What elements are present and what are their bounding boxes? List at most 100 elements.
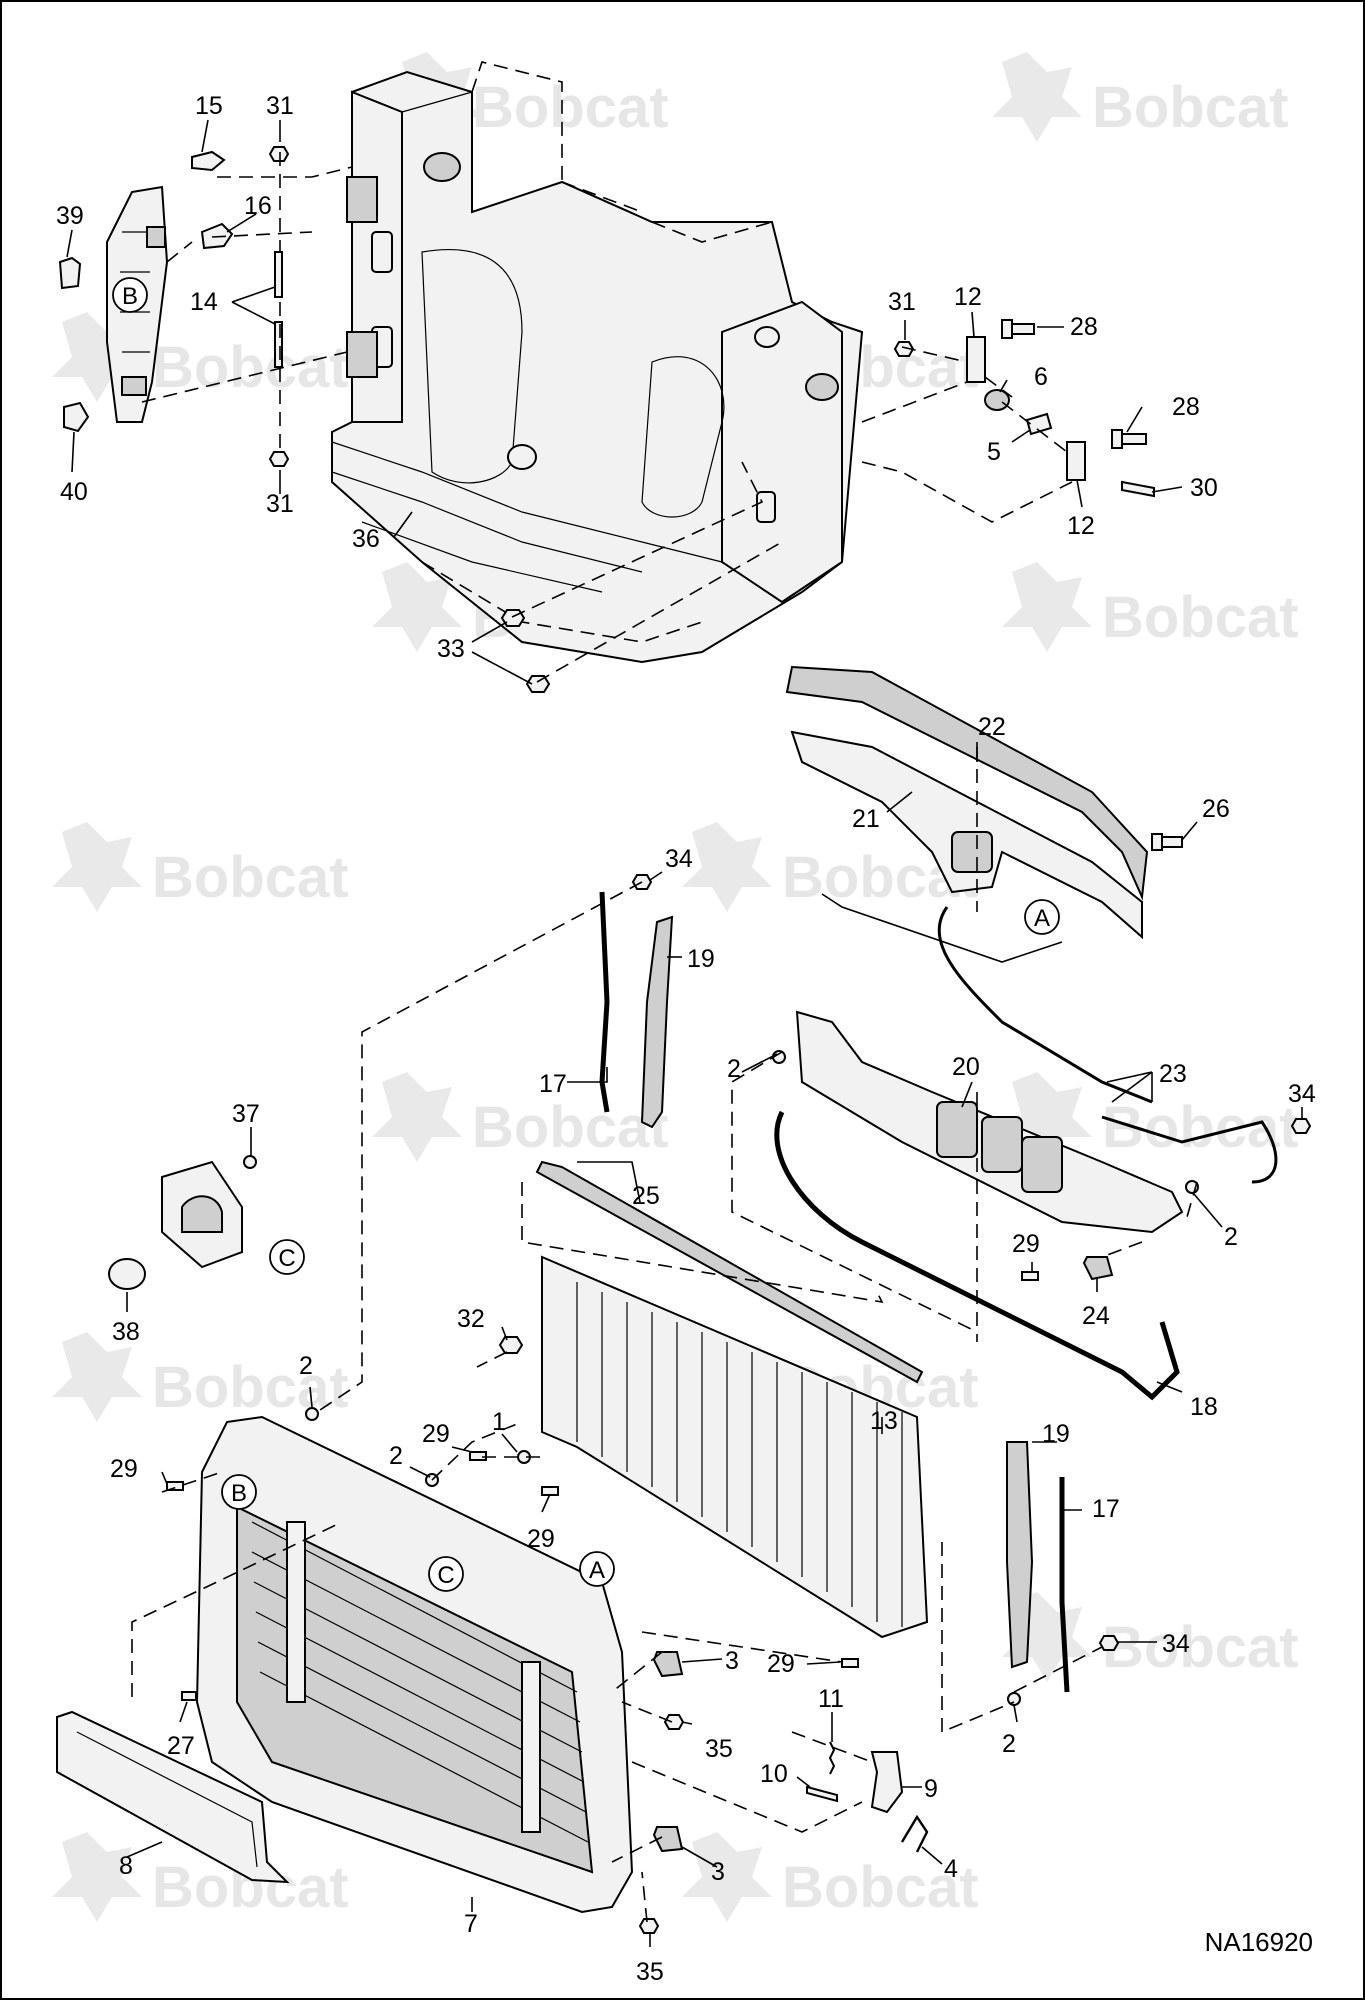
grille-13 — [541, 1255, 929, 1639]
callout-28-lower: 28 — [1172, 393, 1200, 421]
callout-3-lower: 3 — [711, 1858, 725, 1886]
top-seal-22 — [785, 665, 1149, 901]
bumper-3-lower — [652, 1826, 684, 1853]
reference-circle-label: C — [437, 1562, 454, 1589]
bracket-12-lower — [1066, 441, 1086, 481]
seal-23-upper — [937, 906, 1153, 1104]
filter-panel-8 — [56, 1710, 290, 1884]
callout-11: 11 — [818, 1685, 844, 1713]
screw-29-mid — [1021, 1271, 1039, 1281]
plug-38 — [108, 1258, 146, 1290]
top-mount-21 — [790, 730, 1143, 940]
callout-34-right: 34 — [1288, 1080, 1316, 1108]
reference-circle-label: B — [231, 1480, 247, 1507]
screw-29-center — [469, 1451, 487, 1461]
callout-29-bottom: 29 — [767, 1650, 795, 1678]
assembly-lines — [131, 152, 1198, 1923]
callout-29-mid: 29 — [1012, 1230, 1040, 1258]
screw-37 — [243, 1155, 257, 1169]
bolt-28-lower — [1111, 429, 1147, 449]
watermark-text: Bobcat — [1102, 1615, 1299, 1680]
callout-24: 24 — [1082, 1302, 1110, 1330]
baffle-20 — [795, 1010, 1184, 1234]
strip-25 — [535, 1160, 924, 1384]
watermark-text: Bobcat — [782, 1855, 979, 1920]
callout-31-bottom: 31 — [266, 490, 294, 518]
callout-2-right: 2 — [1224, 1223, 1238, 1251]
callout-12-top: 12 — [954, 283, 982, 311]
callout-29-left: 29 — [110, 1455, 138, 1483]
watermark-text: Bobcat — [152, 1355, 349, 1420]
callout-16: 16 — [244, 192, 272, 220]
fastener-39 — [58, 256, 82, 290]
callout-34-lower: 34 — [1162, 1630, 1190, 1658]
nut-35-upper — [663, 1714, 685, 1730]
leader-lines — [66, 119, 1303, 1947]
reference-circle-a-upper: A — [1024, 899, 1060, 935]
callout-30: 30 — [1190, 474, 1218, 502]
callout-numbers: 15 31 39 16 14 31 40 36 33 31 12 28 6 28… — [56, 92, 1316, 1986]
reference-circle-c-lower: C — [428, 1556, 464, 1592]
callout-35-lower: 35 — [636, 1958, 664, 1986]
washer-2-door — [305, 1407, 319, 1421]
pin-14 — [274, 251, 283, 368]
callout-13: 13 — [870, 1407, 898, 1435]
callout-32: 32 — [457, 1305, 485, 1333]
reference-circle-b-upper: B — [112, 277, 148, 313]
callout-5: 5 — [987, 438, 1001, 466]
callout-31-right: 31 — [888, 288, 916, 316]
watermark-text: Bobcat — [472, 75, 669, 140]
screw-29-lower — [541, 1486, 559, 1496]
callout-37: 37 — [232, 1100, 260, 1128]
fastener-40 — [63, 401, 90, 433]
watermark-logo: Bobcat — [52, 822, 349, 912]
watermark-logo: Bobcat — [52, 312, 349, 402]
callout-7: 7 — [464, 1910, 478, 1938]
reference-circle-label: A — [1034, 905, 1050, 932]
nut-32 — [498, 1336, 524, 1354]
bushing-5 — [1025, 412, 1053, 436]
callout-19-right: 19 — [1042, 1420, 1070, 1448]
callout-34-top: 34 — [665, 845, 693, 873]
bracket-c — [161, 1160, 243, 1269]
nut-31-right — [893, 341, 915, 357]
watermark-text: Bobcat — [152, 845, 349, 910]
bolt-28-top — [1001, 319, 1035, 339]
nut-33-lower — [525, 675, 551, 693]
reference-circle-label: A — [589, 1557, 605, 1584]
reference-circle-c-upper: C — [269, 1239, 305, 1275]
bracket-12-top — [966, 336, 986, 383]
callout-10: 10 — [760, 1760, 788, 1788]
rear-door-7 — [195, 1415, 634, 1914]
callout-38: 38 — [112, 1318, 140, 1346]
callout-29-lower: 29 — [527, 1525, 555, 1553]
callout-31-top: 31 — [266, 92, 294, 120]
callout-6: 6 — [1034, 363, 1048, 391]
callout-40: 40 — [60, 478, 88, 506]
callout-20: 20 — [952, 1053, 980, 1081]
reference-circles: B A C B C A — [112, 277, 1060, 1592]
callout-29-center: 29 — [422, 1420, 450, 1448]
reference-circle-a-lower: A — [579, 1551, 615, 1587]
watermark-text: Bobcat — [1092, 75, 1289, 140]
callout-25: 25 — [632, 1182, 660, 1210]
spring-11 — [828, 1741, 836, 1775]
nut-31-top — [268, 146, 290, 162]
callout-17-left: 17 — [539, 1070, 567, 1098]
callout-1: 1 — [492, 1408, 506, 1436]
watermark-logo: Bobcat — [372, 1072, 669, 1162]
clip-4 — [900, 1814, 929, 1853]
nut-31-bottom — [268, 451, 290, 467]
screw-26 — [1151, 833, 1183, 851]
loop-chassis — [331, 61, 864, 664]
seal-19-right — [1006, 1441, 1034, 1669]
screw-29-bottom — [841, 1658, 859, 1668]
callout-2-door: 2 — [299, 1352, 313, 1380]
callout-9: 9 — [924, 1775, 938, 1803]
callout-12-lower: 12 — [1067, 512, 1095, 540]
seal-18 — [774, 1110, 1180, 1401]
nut-34-right — [1290, 1118, 1312, 1134]
watermark-logo: Bobcat — [682, 1832, 979, 1922]
callout-2-door-center: 2 — [389, 1442, 403, 1470]
